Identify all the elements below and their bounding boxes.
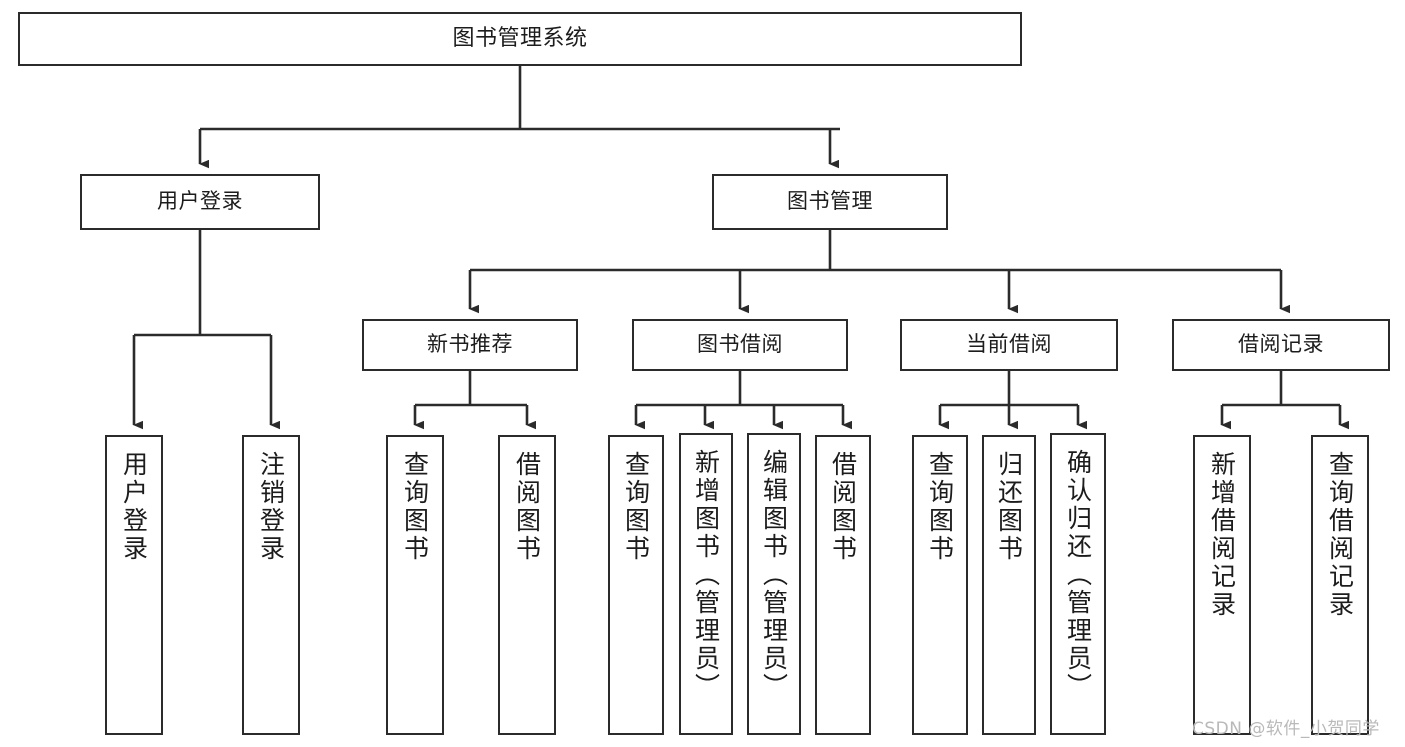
leaf-record-add-record[interactable]: 新增借阅记录 [1193, 435, 1251, 735]
leaf-borrow-borrow-book[interactable]: 借阅图书 [815, 435, 871, 735]
node-user-login-label: 用户登录 [157, 189, 243, 214]
node-root-system-label: 图书管理系统 [452, 25, 588, 51]
leaf-borrow-edit-book-admin[interactable]: 编辑图书（管理员） [747, 433, 801, 735]
leaf-record-query-record[interactable]: 查询借阅记录 [1311, 435, 1369, 735]
leaf-current-query-book[interactable]: 查询图书 [912, 435, 968, 735]
leaf-login-user-login-label: 用户登录 [119, 451, 149, 563]
leaf-newrec-query-book-label: 查询图书 [400, 451, 430, 563]
leaf-borrow-query-book[interactable]: 查询图书 [608, 435, 664, 735]
leaf-current-confirm-return-admin-label: 确认归还（管理员） [1063, 449, 1093, 701]
node-new-book-recommend[interactable]: 新书推荐 [362, 319, 578, 371]
leaf-current-return-book[interactable]: 归还图书 [982, 435, 1036, 735]
leaf-borrow-query-book-label: 查询图书 [621, 451, 651, 563]
leaf-borrow-add-book-admin-label: 新增图书（管理员） [691, 449, 721, 701]
leaf-record-add-record-label: 新增借阅记录 [1207, 451, 1237, 619]
node-book-management[interactable]: 图书管理 [712, 174, 948, 230]
leaf-current-return-book-label: 归还图书 [994, 451, 1024, 563]
leaf-borrow-edit-book-admin-label: 编辑图书（管理员） [759, 449, 789, 701]
csdn-watermark: CSDN @软件_小贺同学 [1192, 719, 1380, 739]
leaf-borrow-add-book-admin[interactable]: 新增图书（管理员） [679, 433, 733, 735]
leaf-record-query-record-label: 查询借阅记录 [1325, 451, 1355, 619]
leaf-login-user-login[interactable]: 用户登录 [105, 435, 163, 735]
node-book-management-label: 图书管理 [787, 189, 873, 214]
leaf-current-query-book-label: 查询图书 [925, 451, 955, 563]
node-new-book-recommend-label: 新书推荐 [427, 332, 513, 357]
leaf-newrec-borrow-book-label: 借阅图书 [512, 451, 542, 563]
node-current-borrow[interactable]: 当前借阅 [900, 319, 1118, 371]
node-borrow-record-label: 借阅记录 [1238, 332, 1324, 357]
node-book-borrow[interactable]: 图书借阅 [632, 319, 848, 371]
node-current-borrow-label: 当前借阅 [966, 332, 1052, 357]
node-book-borrow-label: 图书借阅 [697, 332, 783, 357]
leaf-newrec-borrow-book[interactable]: 借阅图书 [498, 435, 556, 735]
leaf-newrec-query-book[interactable]: 查询图书 [386, 435, 444, 735]
node-borrow-record[interactable]: 借阅记录 [1172, 319, 1390, 371]
leaf-borrow-borrow-book-label: 借阅图书 [828, 451, 858, 563]
leaf-login-logout-label: 注销登录 [256, 451, 286, 563]
leaf-current-confirm-return-admin[interactable]: 确认归还（管理员） [1050, 433, 1106, 735]
node-root-system[interactable]: 图书管理系统 [18, 12, 1022, 66]
node-user-login[interactable]: 用户登录 [80, 174, 320, 230]
leaf-login-logout[interactable]: 注销登录 [242, 435, 300, 735]
